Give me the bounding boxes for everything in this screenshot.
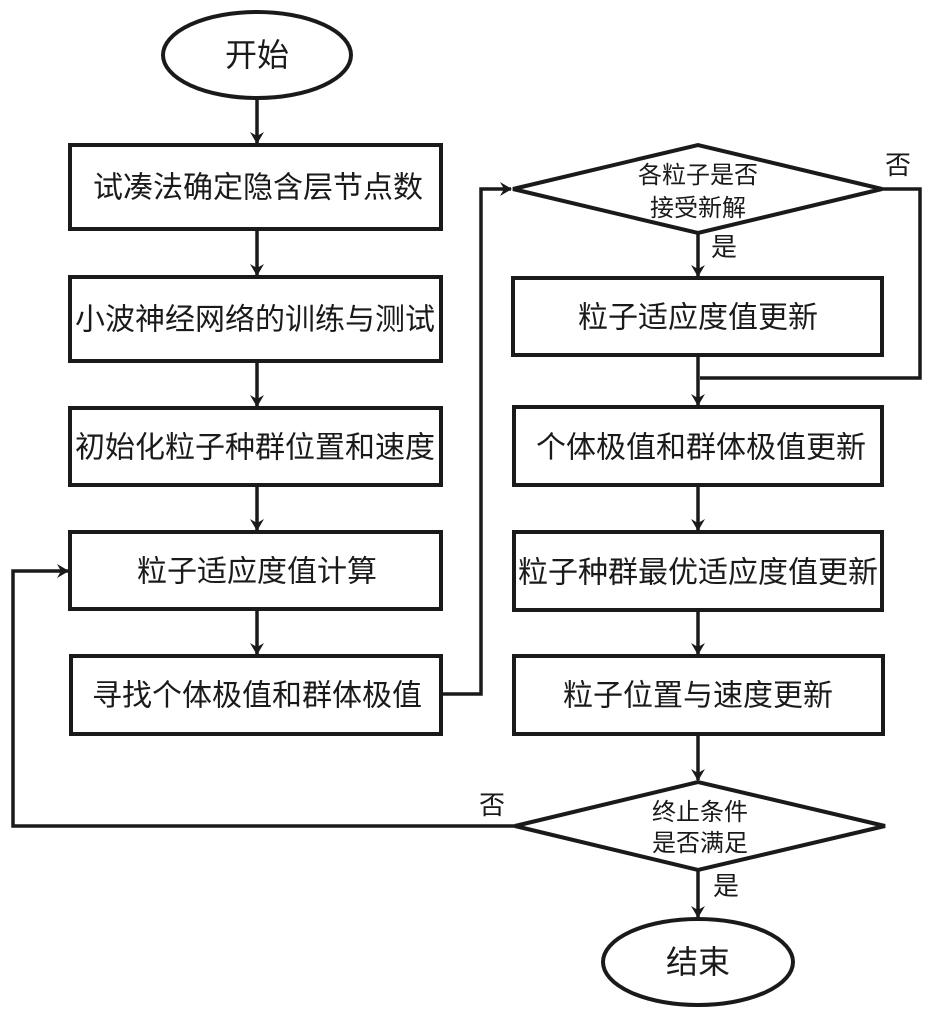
end-label: 结束	[666, 943, 730, 981]
step-find-extrema: 寻找个体极值和群体极值	[69, 654, 443, 736]
decision-label-line2: 接受新解	[650, 194, 746, 222]
step-label: 粒子种群最优适应度值更新	[518, 556, 878, 591]
start-label: 开始	[225, 36, 289, 74]
step-label: 个体极值和群体极值更新	[536, 431, 866, 466]
step-label: 寻找个体极值和群体极值	[92, 679, 422, 714]
arrow-decision-stop-no	[11, 564, 515, 828]
end-terminal: 结束	[601, 917, 795, 1007]
step-update-best-fitness: 粒子种群最优适应度值更新	[512, 530, 884, 612]
step-label: 粒子适应度值计算	[137, 555, 377, 590]
step-train-test-wnn: 小波神经网络的训练与测试	[68, 275, 443, 363]
step-label: 试凑法确定隐含层节点数	[93, 171, 423, 206]
branch-no-label: 否	[885, 151, 911, 181]
arrow-decision-accept-no	[700, 187, 922, 380]
decision-label-line1: 各粒子是否	[638, 161, 758, 189]
step-label: 小波神经网络的训练与测试	[75, 303, 435, 338]
start-terminal: 开始	[161, 10, 353, 100]
step-determine-hidden-nodes: 试凑法确定隐含层节点数	[68, 143, 443, 231]
branch-no-label: 否	[479, 791, 505, 821]
branch-yes-label: 是	[711, 233, 737, 263]
step-label: 初始化粒子种群位置和速度	[75, 431, 435, 466]
arrow-step5-to-decision-accept	[441, 182, 512, 696]
step-label: 粒子位置与速度更新	[563, 679, 833, 714]
step-update-extrema: 个体极值和群体极值更新	[512, 405, 884, 487]
step-label: 粒子适应度值更新	[578, 301, 818, 336]
branch-yes-label: 是	[713, 872, 739, 902]
step-fitness-calc: 粒子适应度值计算	[68, 530, 443, 611]
decision-termination: 终止条件 是否满足	[514, 779, 886, 873]
decision-label-line1: 终止条件	[652, 798, 748, 826]
step-update-fitness: 粒子适应度值更新	[511, 276, 884, 357]
step-update-position-velocity: 粒子位置与速度更新	[512, 654, 885, 736]
decision-accept-new-solution: 各粒子是否 接受新解	[512, 142, 883, 236]
decision-label-line2: 是否满足	[652, 829, 748, 857]
step-init-particles: 初始化粒子种群位置和速度	[68, 406, 443, 487]
